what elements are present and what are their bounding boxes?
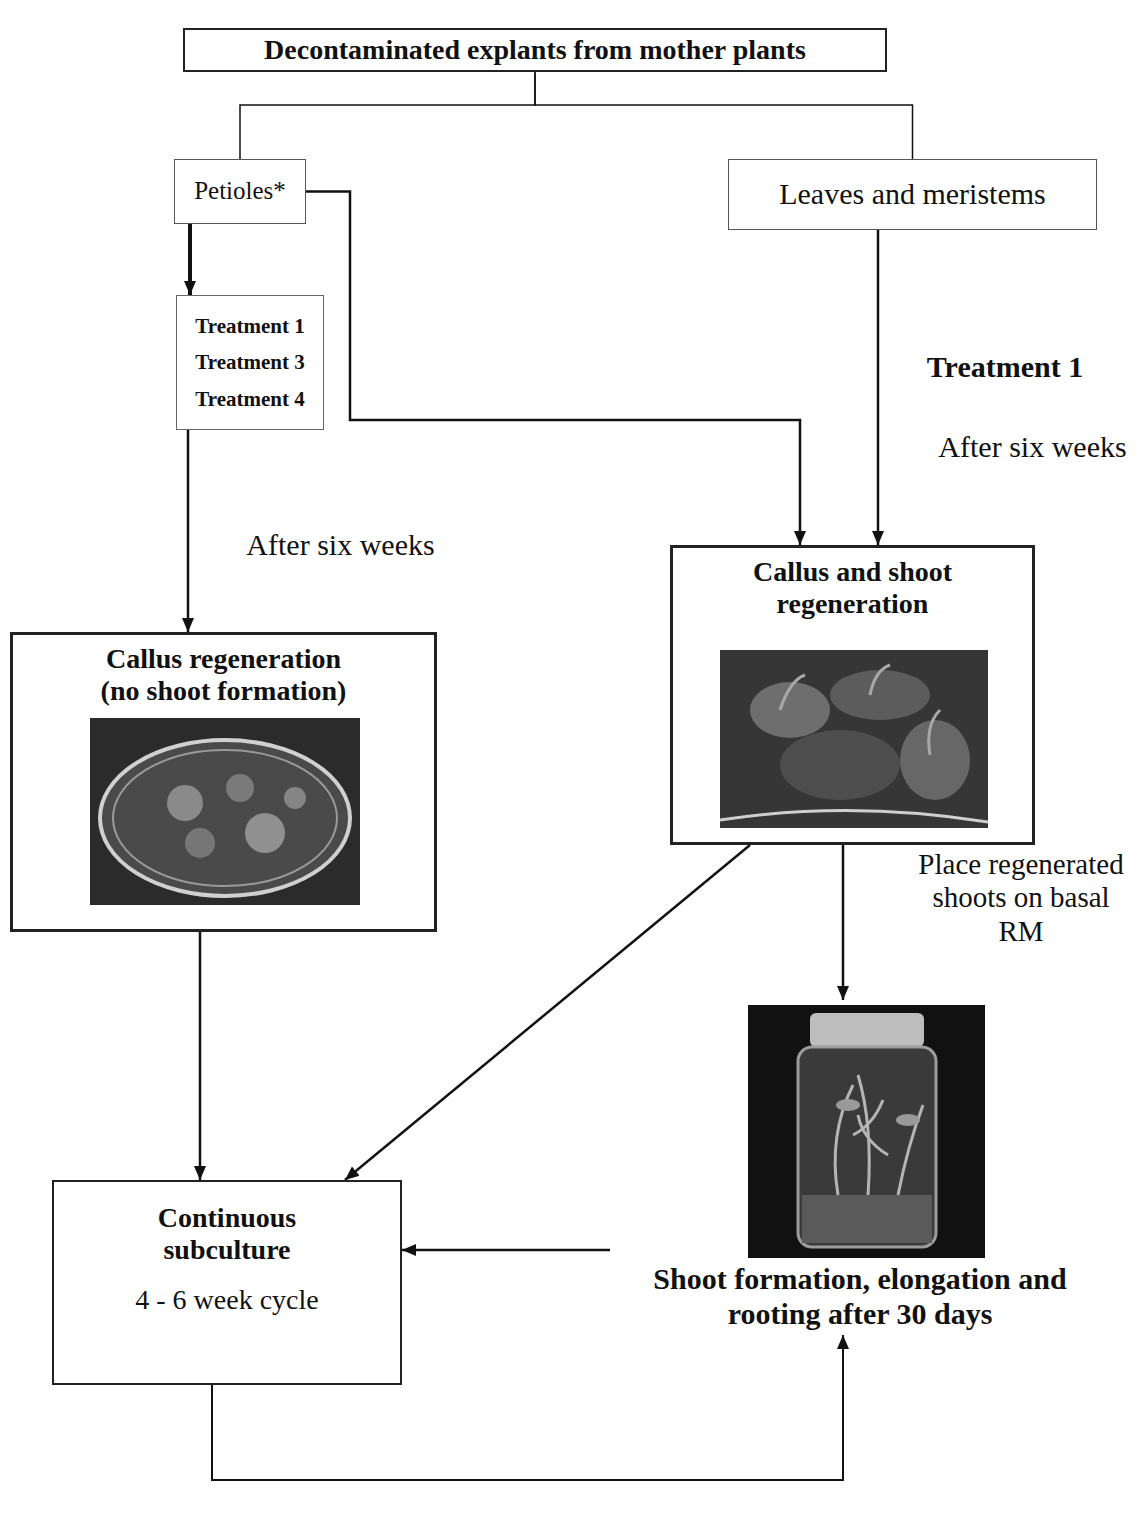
time-label: After six weeks	[228, 528, 453, 563]
node-text: Callus regeneration	[106, 643, 341, 675]
explant-box: Petioles*	[174, 159, 306, 224]
connector	[240, 72, 535, 159]
connector	[199, 932, 202, 1180]
subculture-box: Continuous subculture 4 - 6 week cycle	[52, 1180, 402, 1385]
photo-caption: Shoot formation, elongation and rooting …	[610, 1000, 1110, 1335]
connector	[212, 1335, 843, 1480]
title-box: Decontaminated explants from mother plan…	[183, 28, 887, 72]
connector	[187, 430, 190, 632]
connector	[306, 192, 800, 546]
node-text: (no shoot formation)	[101, 675, 347, 707]
node-text: Callus and shoot regeneration	[713, 556, 993, 620]
connector	[877, 230, 880, 545]
explant-box: Leaves and meristems	[728, 159, 1097, 230]
treatment-box: Treatment 1 Treatment 3 Treatment 4	[176, 295, 324, 430]
culture-jar-photo	[748, 1005, 985, 1258]
connector	[402, 1249, 610, 1252]
node-text: Continuous subculture	[112, 1202, 342, 1266]
node-text: Treatment 1	[195, 314, 304, 338]
node-text: 4 - 6 week cycle	[135, 1284, 318, 1316]
time-label: After six weeks	[925, 430, 1140, 465]
node-text: Shoot formation, elongation and rooting …	[614, 1262, 1106, 1331]
node-text: Petioles*	[194, 177, 286, 206]
connector	[188, 224, 192, 295]
result-box: Callus and shoot regeneration	[670, 545, 1035, 845]
node-text: Leaves and meristems	[779, 177, 1046, 212]
petri-dish-photo	[90, 718, 360, 905]
connector	[345, 845, 750, 1180]
treatment-label: Treatment 1	[905, 350, 1105, 385]
callus-shoot-photo	[720, 650, 988, 828]
node-text: Treatment 3	[195, 350, 304, 374]
step-note: Place regenerated shoots on basal RM	[910, 848, 1132, 948]
node-text: Treatment 4	[195, 387, 304, 411]
connector	[535, 72, 913, 159]
connector	[842, 845, 845, 1000]
node-text: Decontaminated explants from mother plan…	[264, 34, 806, 66]
result-box: Callus regeneration(no shoot formation)	[10, 632, 437, 932]
